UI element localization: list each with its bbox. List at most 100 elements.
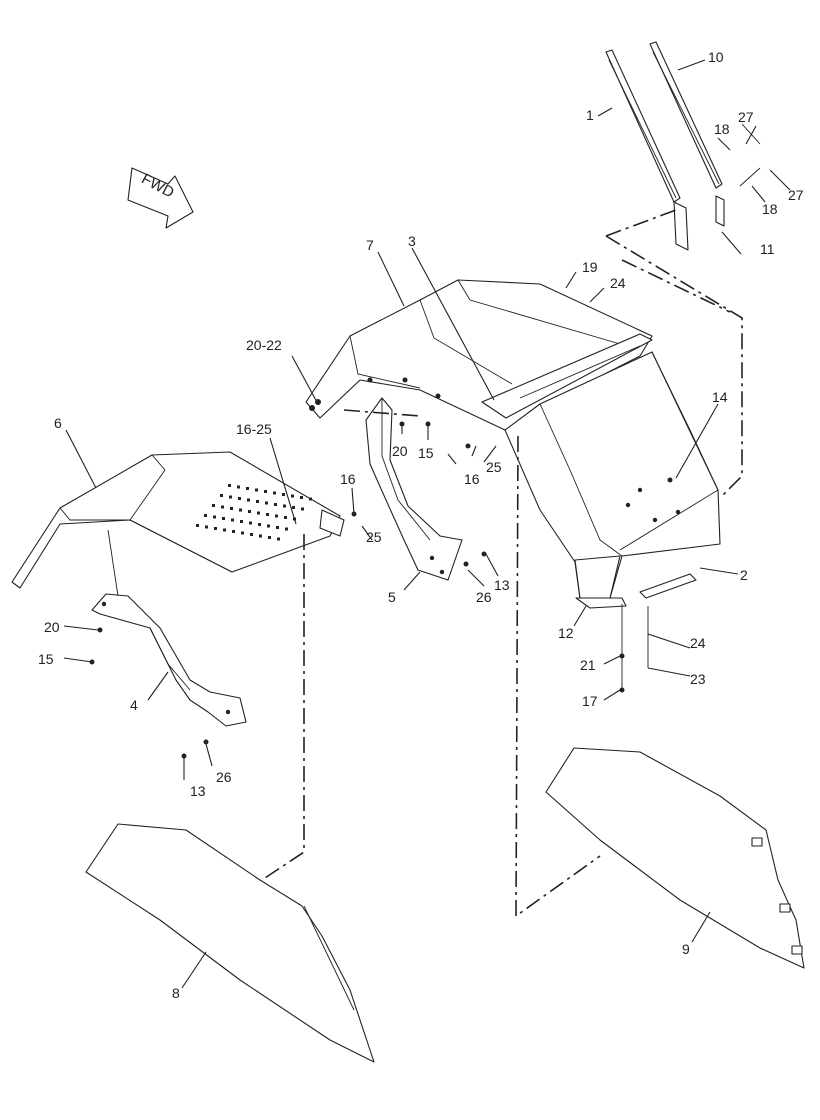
part-6-left-fender [11, 451, 345, 589]
callout-25a: 25 [366, 529, 382, 545]
perforation-hole [273, 491, 276, 495]
perforation-hole [277, 537, 280, 541]
perforation-hole [214, 527, 217, 530]
callout-21: 21 [580, 657, 596, 673]
part-8-liner [85, 823, 375, 1063]
part-2-housing [504, 351, 721, 609]
assembly-lines [261, 209, 743, 918]
perforation-hole [255, 488, 258, 492]
callout-20-22: 20-22 [246, 337, 282, 353]
perforation-hole [259, 534, 262, 538]
perforation-hole [265, 501, 268, 505]
perforation-hole [274, 503, 277, 506]
callout-14: 14 [712, 389, 728, 405]
perforation-hole [238, 497, 241, 500]
callout-26b: 26 [216, 769, 232, 785]
callout-5: 5 [388, 589, 396, 605]
perforation-hole [282, 493, 285, 496]
part-11-brackets [673, 195, 725, 251]
perforation-hole [309, 497, 312, 501]
perforation-hole [196, 524, 199, 527]
perforation-hole [292, 506, 295, 509]
part-4-bracket [91, 593, 247, 727]
callout-23: 23 [690, 671, 706, 687]
perforation-hole [231, 518, 234, 522]
callout-17: 17 [582, 693, 598, 709]
callout-16b: 16 [464, 471, 480, 487]
callout-10: 10 [708, 49, 724, 65]
perforation-hole [249, 521, 252, 525]
callout-24b: 24 [690, 635, 706, 651]
hardware-points [89, 421, 625, 759]
callout-20b: 20 [44, 619, 60, 635]
perforation-hole [285, 527, 288, 531]
perforation-hole [221, 505, 224, 509]
part-10-strip [649, 41, 723, 189]
callout-8: 8 [172, 985, 180, 1001]
callout-26a: 26 [476, 589, 492, 605]
callout-27a: 27 [738, 109, 754, 125]
callout-11: 11 [760, 241, 775, 257]
perforation-hole [228, 484, 231, 487]
perforation-hole [250, 533, 253, 536]
perforation-hole [223, 528, 226, 532]
perforation-hole [266, 513, 269, 516]
callout-18b: 18 [762, 201, 778, 217]
perforation-hole [229, 495, 232, 499]
callouts: 1 2 3 4 5 6 7 8 9 10 11 12 13 13 14 15 1… [38, 49, 804, 1001]
perforation-hole [240, 520, 243, 523]
perforation-hole [246, 487, 249, 490]
perforation-hole [276, 526, 279, 529]
perforation-hole [264, 490, 267, 493]
callout-12: 12 [558, 625, 574, 641]
perforation-hole [283, 504, 286, 508]
callout-7: 7 [366, 237, 374, 253]
callout-4: 4 [130, 697, 138, 713]
leader-lines [63, 59, 791, 989]
callout-19: 19 [582, 259, 598, 275]
callout-9: 9 [682, 941, 690, 957]
perforation-hole [248, 510, 251, 513]
perforation-hole [212, 504, 215, 507]
part-1-strip [605, 49, 681, 203]
perforation-hole [204, 514, 207, 517]
callout-13a: 13 [494, 577, 510, 593]
part-9-liner [545, 747, 805, 969]
perforation-hole [213, 515, 216, 519]
perforation-hole [284, 516, 287, 519]
callout-25b: 25 [486, 459, 502, 475]
callout-6: 6 [54, 415, 62, 431]
callout-15a: 15 [418, 445, 434, 461]
perforation-hole [230, 507, 233, 510]
callout-18a: 18 [714, 121, 730, 137]
part-7-upper-fender [305, 279, 653, 441]
callout-1: 1 [586, 107, 594, 123]
perforation-hole [247, 498, 250, 502]
callout-16a: 16 [340, 471, 356, 487]
callout-16-25: 16-25 [236, 421, 272, 437]
perforation-hole [275, 514, 278, 518]
perforation-hole [257, 511, 260, 515]
perforation-hole [241, 531, 244, 535]
perforation-hole [291, 494, 294, 498]
perforation-hole [205, 525, 208, 529]
part-5-bracket [365, 397, 463, 581]
perforation-hole [220, 494, 223, 497]
callout-13b: 13 [190, 783, 206, 799]
perforation-hole [301, 507, 304, 511]
callout-27b: 27 [788, 187, 804, 203]
perforation-hole [239, 508, 242, 512]
perforation-hole [300, 496, 303, 499]
callout-2: 2 [740, 567, 748, 583]
fwd-arrow: FWD [127, 167, 194, 229]
perforation-hole [232, 530, 235, 533]
callout-3: 3 [408, 233, 416, 249]
callout-24a: 24 [610, 275, 626, 291]
perforation-hole [237, 485, 240, 489]
callout-20a: 20 [392, 443, 408, 459]
callout-15b: 15 [38, 651, 54, 667]
perforation-hole [258, 523, 261, 526]
perforation-hole [268, 536, 271, 539]
